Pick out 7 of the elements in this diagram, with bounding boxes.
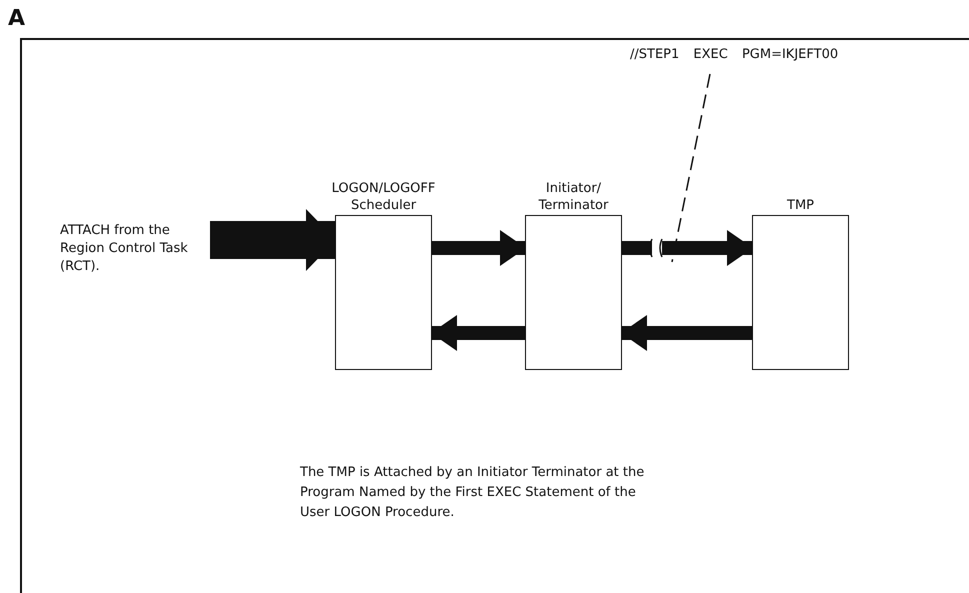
panel-letter: A xyxy=(8,6,26,32)
box-heading: LOGON/LOGOFF Scheduler xyxy=(330,180,436,214)
caption: The TMP is Attached by an Initiator Terminator at the Program Named by the First EXEC Statement of the User LOGON Procedure. xyxy=(300,464,645,522)
box-heading: TMP xyxy=(786,197,815,214)
node-text: //STEP1 EXEC PGM=IKJEFT00 xyxy=(630,46,840,64)
box-heading: Initiator/ Terminator xyxy=(538,180,610,214)
node-text: ATTACH from the Region Control Task (RCT). xyxy=(60,222,189,276)
